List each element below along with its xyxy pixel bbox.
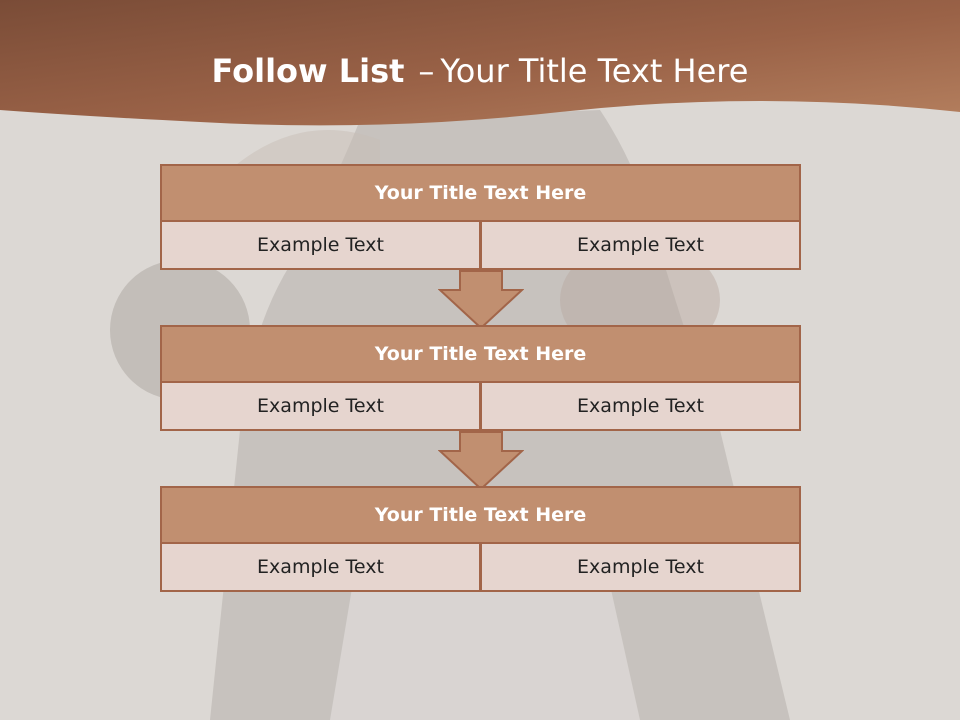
step-1-left-cell: Example Text bbox=[160, 220, 481, 270]
step-2-title: Your Title Text Here bbox=[160, 325, 801, 383]
down-arrow-icon bbox=[438, 270, 524, 330]
slide-title-separator: – bbox=[418, 52, 435, 90]
step-block-3: Your Title Text Here Example Text Exampl… bbox=[160, 486, 801, 592]
step-3-right-cell: Example Text bbox=[480, 542, 801, 592]
step-block-1: Your Title Text Here Example Text Exampl… bbox=[160, 164, 801, 270]
step-1-right-cell: Example Text bbox=[480, 220, 801, 270]
step-block-2: Your Title Text Here Example Text Exampl… bbox=[160, 325, 801, 431]
step-3-left-cell: Example Text bbox=[160, 542, 481, 592]
step-2-left-cell: Example Text bbox=[160, 381, 481, 431]
step-2-right-cell: Example Text bbox=[480, 381, 801, 431]
slide-title-rest: Your Title Text Here bbox=[440, 52, 749, 90]
slide-title: Follow List–Your Title Text Here bbox=[0, 52, 960, 90]
slide-title-bold: Follow List bbox=[211, 52, 405, 90]
step-3-title: Your Title Text Here bbox=[160, 486, 801, 544]
step-1-title: Your Title Text Here bbox=[160, 164, 801, 222]
header-banner bbox=[0, 0, 960, 126]
down-arrow-icon bbox=[438, 431, 524, 491]
